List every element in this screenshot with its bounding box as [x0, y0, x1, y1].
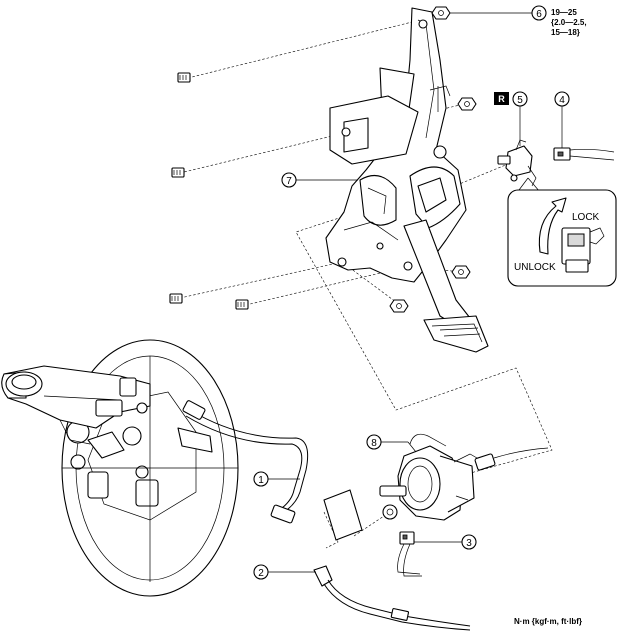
clutch-pedal-bracket	[325, 7, 467, 283]
svg-text:2: 2	[258, 568, 264, 579]
callout-5: 5	[512, 91, 528, 146]
torque-specification: 19—25 {2.0—2.5, 15—18}	[551, 8, 587, 37]
svg-text:8: 8	[371, 438, 377, 449]
svg-text:15—18}: 15—18}	[551, 28, 580, 37]
svg-text:5: 5	[517, 95, 523, 106]
callout-8: 8	[366, 434, 417, 453]
master-cylinder-gasket	[323, 489, 363, 541]
mounting-bolts	[169, 6, 477, 313]
lock-label: LOCK	[572, 212, 600, 223]
svg-text:19—25: 19—25	[551, 8, 577, 17]
nut-icon	[431, 6, 451, 20]
lock-arrow-icon	[538, 197, 567, 255]
clutch-pedal-arm	[403, 219, 489, 353]
master-cylinder-reservoir	[1, 365, 151, 445]
callout-4: 4	[554, 91, 570, 148]
svg-text:7: 7	[286, 176, 292, 187]
callout-6: 6	[450, 5, 547, 21]
nut-icon	[389, 299, 409, 313]
master-cylinder-connector	[397, 531, 422, 577]
nut-icon	[457, 97, 477, 111]
callout-2: 2	[253, 564, 316, 580]
clutch-hose	[313, 565, 471, 631]
replace-part-badge: R	[494, 92, 509, 105]
svg-text:3: 3	[466, 538, 472, 549]
svg-text:R: R	[498, 94, 505, 104]
switch-connector	[553, 147, 615, 161]
bolt-icon	[235, 299, 249, 310]
bolt-icon	[171, 167, 185, 178]
svg-text:{2.0—2.5,: {2.0—2.5,	[551, 18, 587, 27]
unlock-label: UNLOCK	[514, 262, 556, 273]
torque-units-note: N·m {kgf·m, ft·lbf}	[514, 617, 582, 626]
callout-1: 1	[253, 471, 300, 487]
nut-icon	[451, 265, 471, 279]
svg-text:1: 1	[258, 475, 264, 486]
bolt-icon	[169, 293, 183, 304]
clutch-switch	[497, 139, 537, 187]
clutch-master-cylinder	[379, 433, 549, 521]
svg-text:6: 6	[536, 9, 542, 20]
bolt-icon	[177, 72, 191, 83]
callout-3: 3	[414, 534, 477, 550]
callout-7: 7	[281, 172, 358, 188]
svg-text:4: 4	[559, 95, 565, 106]
connector-lock-inset: LOCK UNLOCK	[507, 177, 617, 287]
clutch-pipe	[177, 400, 309, 524]
